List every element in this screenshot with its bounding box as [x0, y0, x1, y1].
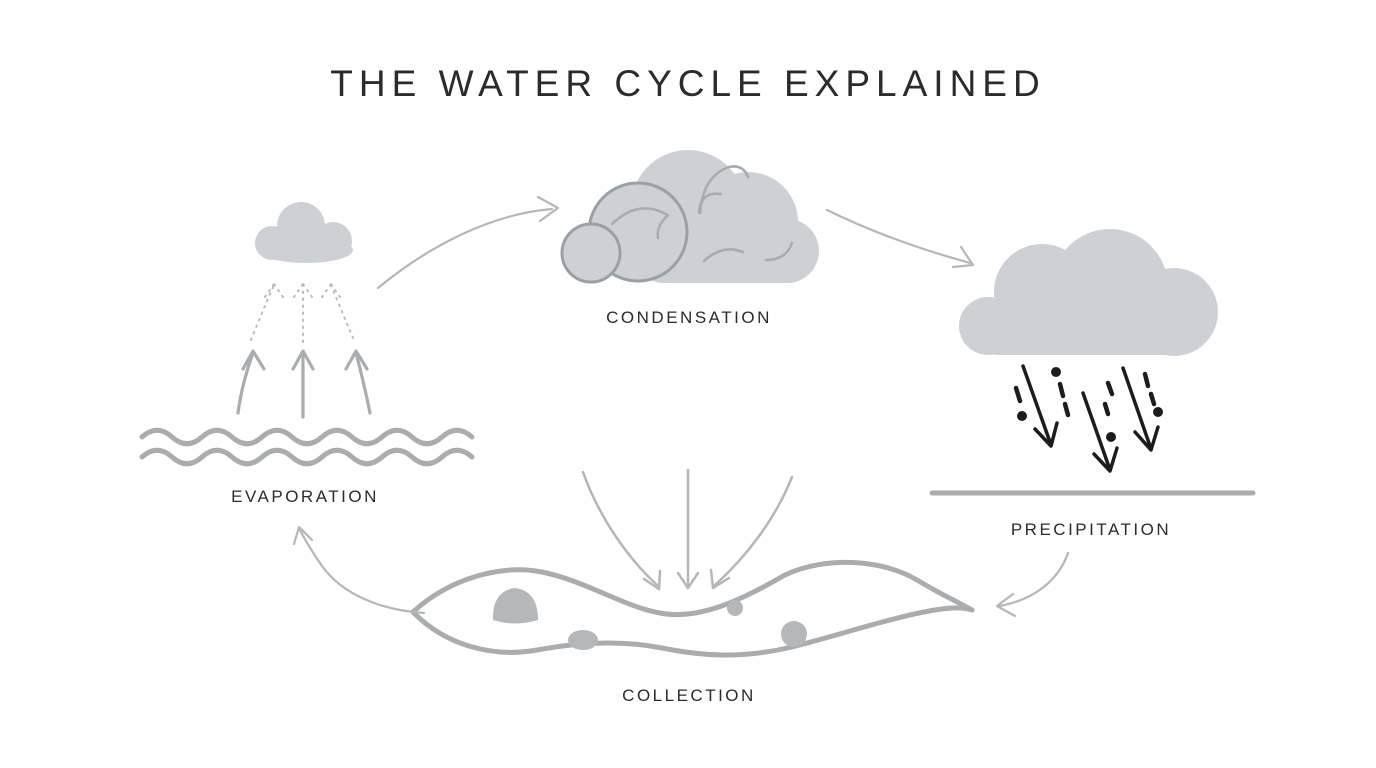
label-precipitation: PRECIPITATION	[1010, 520, 1172, 539]
cloud-swirl-lines-icon	[610, 165, 794, 263]
arrow-collection-to-evaporation-icon	[292, 525, 426, 615]
label-evaporation: EVAPORATION	[231, 487, 379, 506]
page-title: THE WATER CYCLE EXPLAINED	[330, 63, 1046, 104]
arrow-evaporation-to-condensation-icon	[376, 195, 560, 290]
label-collection: COLLECTION	[622, 686, 756, 705]
condensation-stage	[560, 150, 819, 284]
collection-pool-icon	[410, 559, 975, 658]
small-cloud-icon	[255, 202, 353, 263]
label-condensation: CONDENSATION	[606, 308, 772, 327]
arrow-precipitation-to-collection-icon	[995, 551, 1070, 618]
collection-stage	[410, 468, 975, 658]
evaporation-arrows-icon	[236, 349, 372, 419]
infall-arrows-icon	[581, 468, 794, 591]
precipitation-stage	[929, 229, 1256, 496]
condensation-cloud-icon	[560, 150, 819, 284]
rain-arrows-icon	[1013, 364, 1163, 473]
rain-cloud-icon	[959, 229, 1218, 356]
vapor-dotted-arrows-icon	[250, 283, 354, 343]
evaporation-stage	[139, 202, 475, 467]
water-waves-icon	[139, 427, 475, 467]
arrow-condensation-to-precipitation-icon	[825, 208, 975, 269]
